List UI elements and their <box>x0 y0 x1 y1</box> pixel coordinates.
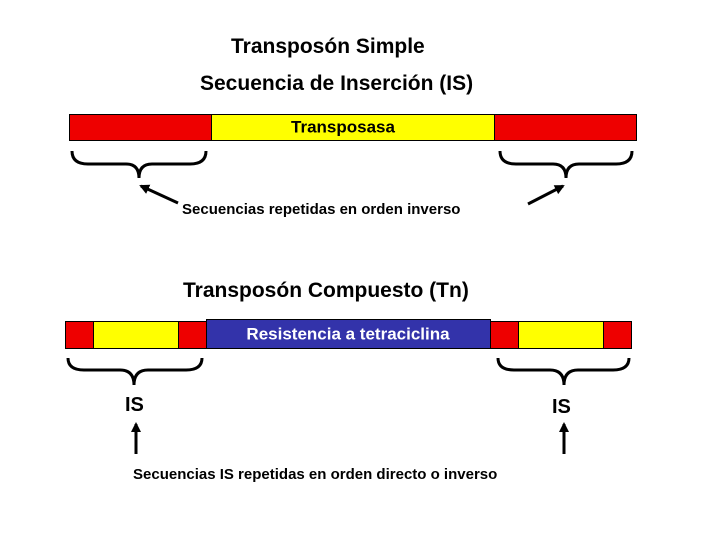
left-is-label: IS <box>125 394 144 416</box>
simple-right-arrow <box>527 184 565 206</box>
simple-left-inverted-repeat <box>69 114 212 141</box>
transposase-label: Transposasa <box>291 117 395 137</box>
right-is-yellow-core <box>518 321 604 349</box>
tetracycline-resistance-label: Resistencia a tetraciclina <box>246 324 450 344</box>
right-is-red-end-1 <box>490 321 519 349</box>
compound-right-brace <box>496 357 631 386</box>
right-is-label: IS <box>552 396 571 418</box>
compound-left-brace <box>66 357 204 386</box>
simple-right-inverted-repeat <box>494 114 637 141</box>
simple-left-brace <box>70 150 208 179</box>
simple-right-brace <box>498 150 634 179</box>
right-is-red-end-2 <box>603 321 632 349</box>
compound-caption: Secuencias IS repetidas en orden directo… <box>133 466 498 483</box>
compound-title: Transposón Compuesto (Tn) <box>183 279 469 302</box>
simple-left-arrow <box>139 184 179 205</box>
left-is-yellow-core <box>93 321 179 349</box>
simple-caption: Secuencias repetidas en orden inverso <box>182 201 461 218</box>
simple-title: Transposón Simple <box>231 35 425 58</box>
simple-subtitle: Secuencia de Inserción (IS) <box>200 72 474 95</box>
